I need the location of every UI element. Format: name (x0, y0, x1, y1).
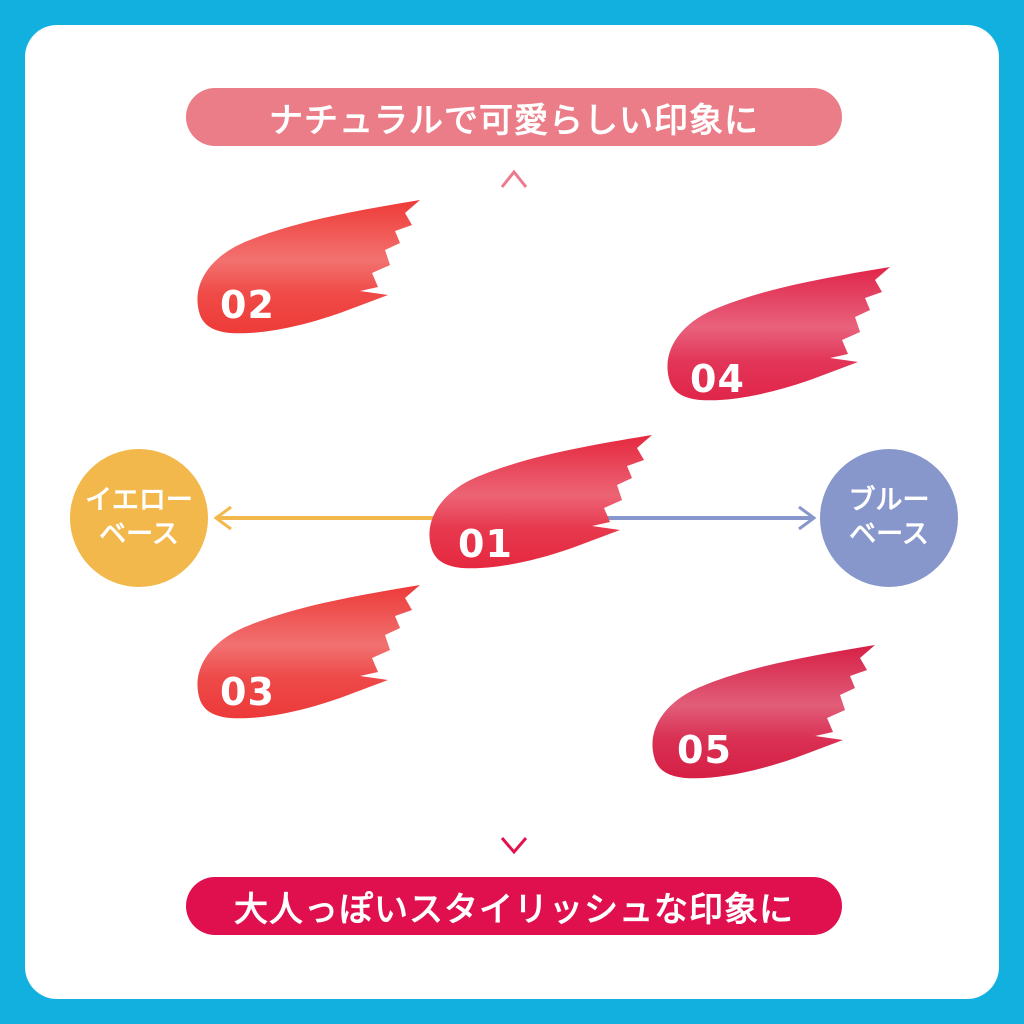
bottom-label-mature-stylish: 大人っぽいスタイリッシュな印象に (186, 877, 842, 935)
swatch-label-03: 03 (220, 670, 275, 714)
arrow-down-icon (500, 837, 528, 855)
yellow-base-badge: イエロー ベース (70, 449, 208, 587)
swatch-03: 03 (190, 580, 430, 730)
swatch-label-05: 05 (677, 728, 732, 772)
yellow-base-line2: ベース (99, 519, 179, 550)
top-label-natural-cute: ナチュラルで可愛らしい印象に (186, 88, 842, 146)
swatch-label-04: 04 (690, 357, 745, 401)
blue-base-line2: ベース (849, 519, 929, 550)
swatch-02: 02 (190, 195, 430, 345)
swatch-label-01: 01 (458, 522, 513, 566)
swatch-01: 01 (422, 430, 662, 580)
swatch-05: 05 (645, 640, 885, 790)
blue-base-badge: ブルー ベース (820, 449, 958, 587)
arrow-right-icon (798, 505, 817, 531)
swatch-04: 04 (660, 262, 900, 412)
arrow-left-icon (213, 505, 232, 531)
arrow-up-icon (500, 169, 528, 188)
blue-base-line1: ブルー (848, 485, 930, 516)
yellow-base-line1: イエロー (85, 485, 193, 516)
swatch-label-02: 02 (220, 283, 275, 327)
